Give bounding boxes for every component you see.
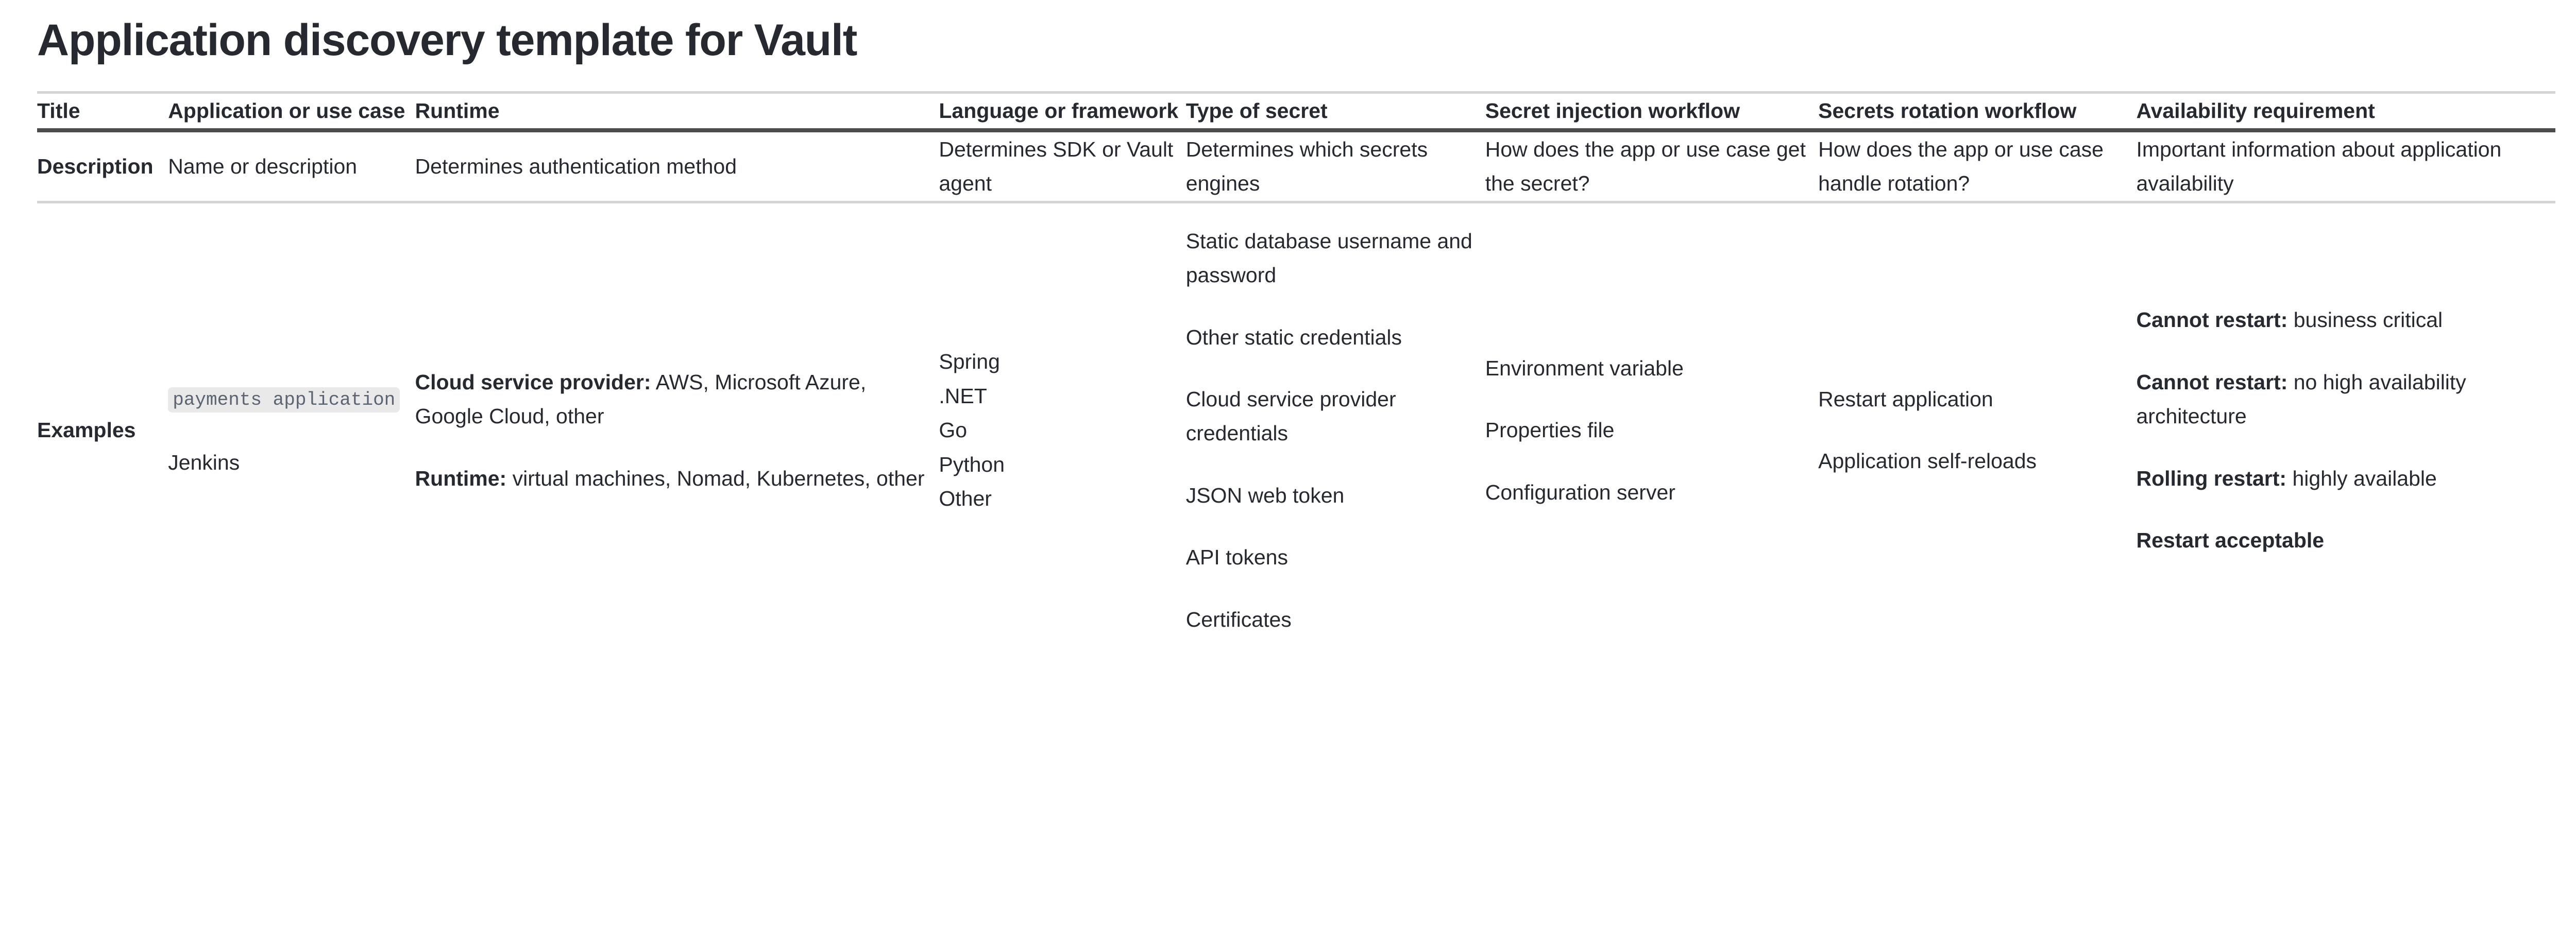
table-row-description: Description Name or description Determin… <box>37 130 2555 202</box>
example-availability-value: business critical <box>2287 308 2443 332</box>
example-availability-item: Cannot restart: no high availability arc… <box>2136 365 2555 434</box>
example-availability-value: highly available <box>2286 466 2437 490</box>
example-availability-item: Rolling restart: highly available <box>2136 461 2555 495</box>
example-availability-item: Cannot restart: business critical <box>2136 303 2555 337</box>
page-title: Application discovery template for Vault <box>37 15 857 65</box>
example-secret-item: JSON web token <box>1185 483 1345 507</box>
example-injection-item: Configuration server <box>1485 480 1675 504</box>
example-app-jenkins: Jenkins <box>168 451 240 475</box>
title-divider <box>37 91 2555 94</box>
cell-examples-availability: Cannot restart: business critical Cannot… <box>2136 202 2555 657</box>
table-body: Description Name or description Determin… <box>37 130 2555 657</box>
example-availability-label: Cannot restart: <box>2136 370 2288 394</box>
example-injection-item: Environment variable <box>1485 356 1684 380</box>
cell-examples-application: payments application Jenkins <box>168 202 415 657</box>
example-availability-item: Restart acceptable <box>2136 523 2555 557</box>
column-header-runtime: Runtime <box>415 99 500 123</box>
application-discovery-table: Title Application or use case Runtime La… <box>37 94 2555 657</box>
cell-examples-language: Spring .NET Go Python Other <box>939 202 1185 657</box>
cell-description-rotation: How does the app or use case handle rota… <box>1818 137 2104 196</box>
example-secret-item: Certificates <box>1185 607 1292 631</box>
example-language-item: .NET <box>939 384 987 408</box>
cell-description-injection: How does the app or use case get the sec… <box>1485 137 1806 196</box>
example-runtime-runtime: Runtime: virtual machines, Nomad, Kubern… <box>415 461 939 495</box>
example-availability-label: Rolling restart: <box>2136 466 2287 490</box>
example-language-item: Python <box>939 452 1005 476</box>
header-row: Title Application or use case Runtime La… <box>37 94 2555 130</box>
row-label-description: Description <box>37 154 154 179</box>
example-runtime-runtime-value: virtual machines, Nomad, Kubernetes, oth… <box>506 466 925 490</box>
example-runtime-cloud-provider-value: AWS, Microsoft Azure, Google Cloud, othe… <box>415 370 867 428</box>
example-availability-label: Cannot restart: <box>2136 308 2288 332</box>
example-app-code-wrapper: payments application <box>168 381 415 418</box>
example-rotation-item: Application self-reloads <box>1818 449 2037 473</box>
row-label-examples: Examples <box>37 418 136 442</box>
example-language-item: Go <box>939 418 968 442</box>
code-payments-application: payments application <box>168 387 400 412</box>
cell-description-secret-type: Determines which secrets engines <box>1185 137 1428 196</box>
table-header: Title Application or use case Runtime La… <box>37 94 2555 130</box>
column-header-rotation: Secrets rotation workflow <box>1818 99 2077 123</box>
cell-description-runtime: Determines authentication method <box>415 154 737 179</box>
cell-description-application: Name or description <box>168 154 358 179</box>
example-secret-item: Static database username and password <box>1185 229 1472 287</box>
cell-examples-runtime: Cloud service provider: AWS, Microsoft A… <box>415 202 939 657</box>
example-availability-label: Restart acceptable <box>2136 528 2325 552</box>
cell-examples-secret-type: Static database username and password Ot… <box>1186 202 1485 657</box>
example-secret-item: API tokens <box>1185 545 1288 570</box>
cell-examples-rotation: Restart application Application self-rel… <box>1818 202 2136 657</box>
column-header-title: Title <box>37 99 80 123</box>
column-header-application: Application or use case <box>168 99 405 123</box>
cell-description-availability: Important information about application … <box>2136 137 2502 196</box>
column-header-availability: Availability requirement <box>2136 99 2375 123</box>
table-row-examples: Examples payments application Jenkins Cl… <box>37 202 2555 657</box>
example-injection-item: Properties file <box>1485 418 1615 442</box>
example-availability-value: no high availability architecture <box>2136 370 2466 428</box>
example-language-item: Spring <box>939 350 1000 374</box>
column-header-secret-type: Type of secret <box>1185 99 1328 123</box>
example-secret-item: Cloud service provider credentials <box>1185 387 1396 445</box>
example-secret-item: Other static credentials <box>1185 325 1402 349</box>
cell-description-language: Determines SDK or Vault agent <box>939 137 1174 196</box>
example-runtime-runtime-label: Runtime: <box>415 466 507 490</box>
cell-examples-injection: Environment variable Properties file Con… <box>1485 202 1818 657</box>
example-runtime-cloud-provider-label: Cloud service provider: <box>415 370 651 394</box>
example-rotation-item: Restart application <box>1818 387 1993 411</box>
example-runtime-cloud-provider: Cloud service provider: AWS, Microsoft A… <box>415 365 939 434</box>
example-language-item: Other <box>939 486 992 510</box>
column-header-injection: Secret injection workflow <box>1485 99 1740 123</box>
column-header-language: Language or framework <box>939 99 1179 123</box>
